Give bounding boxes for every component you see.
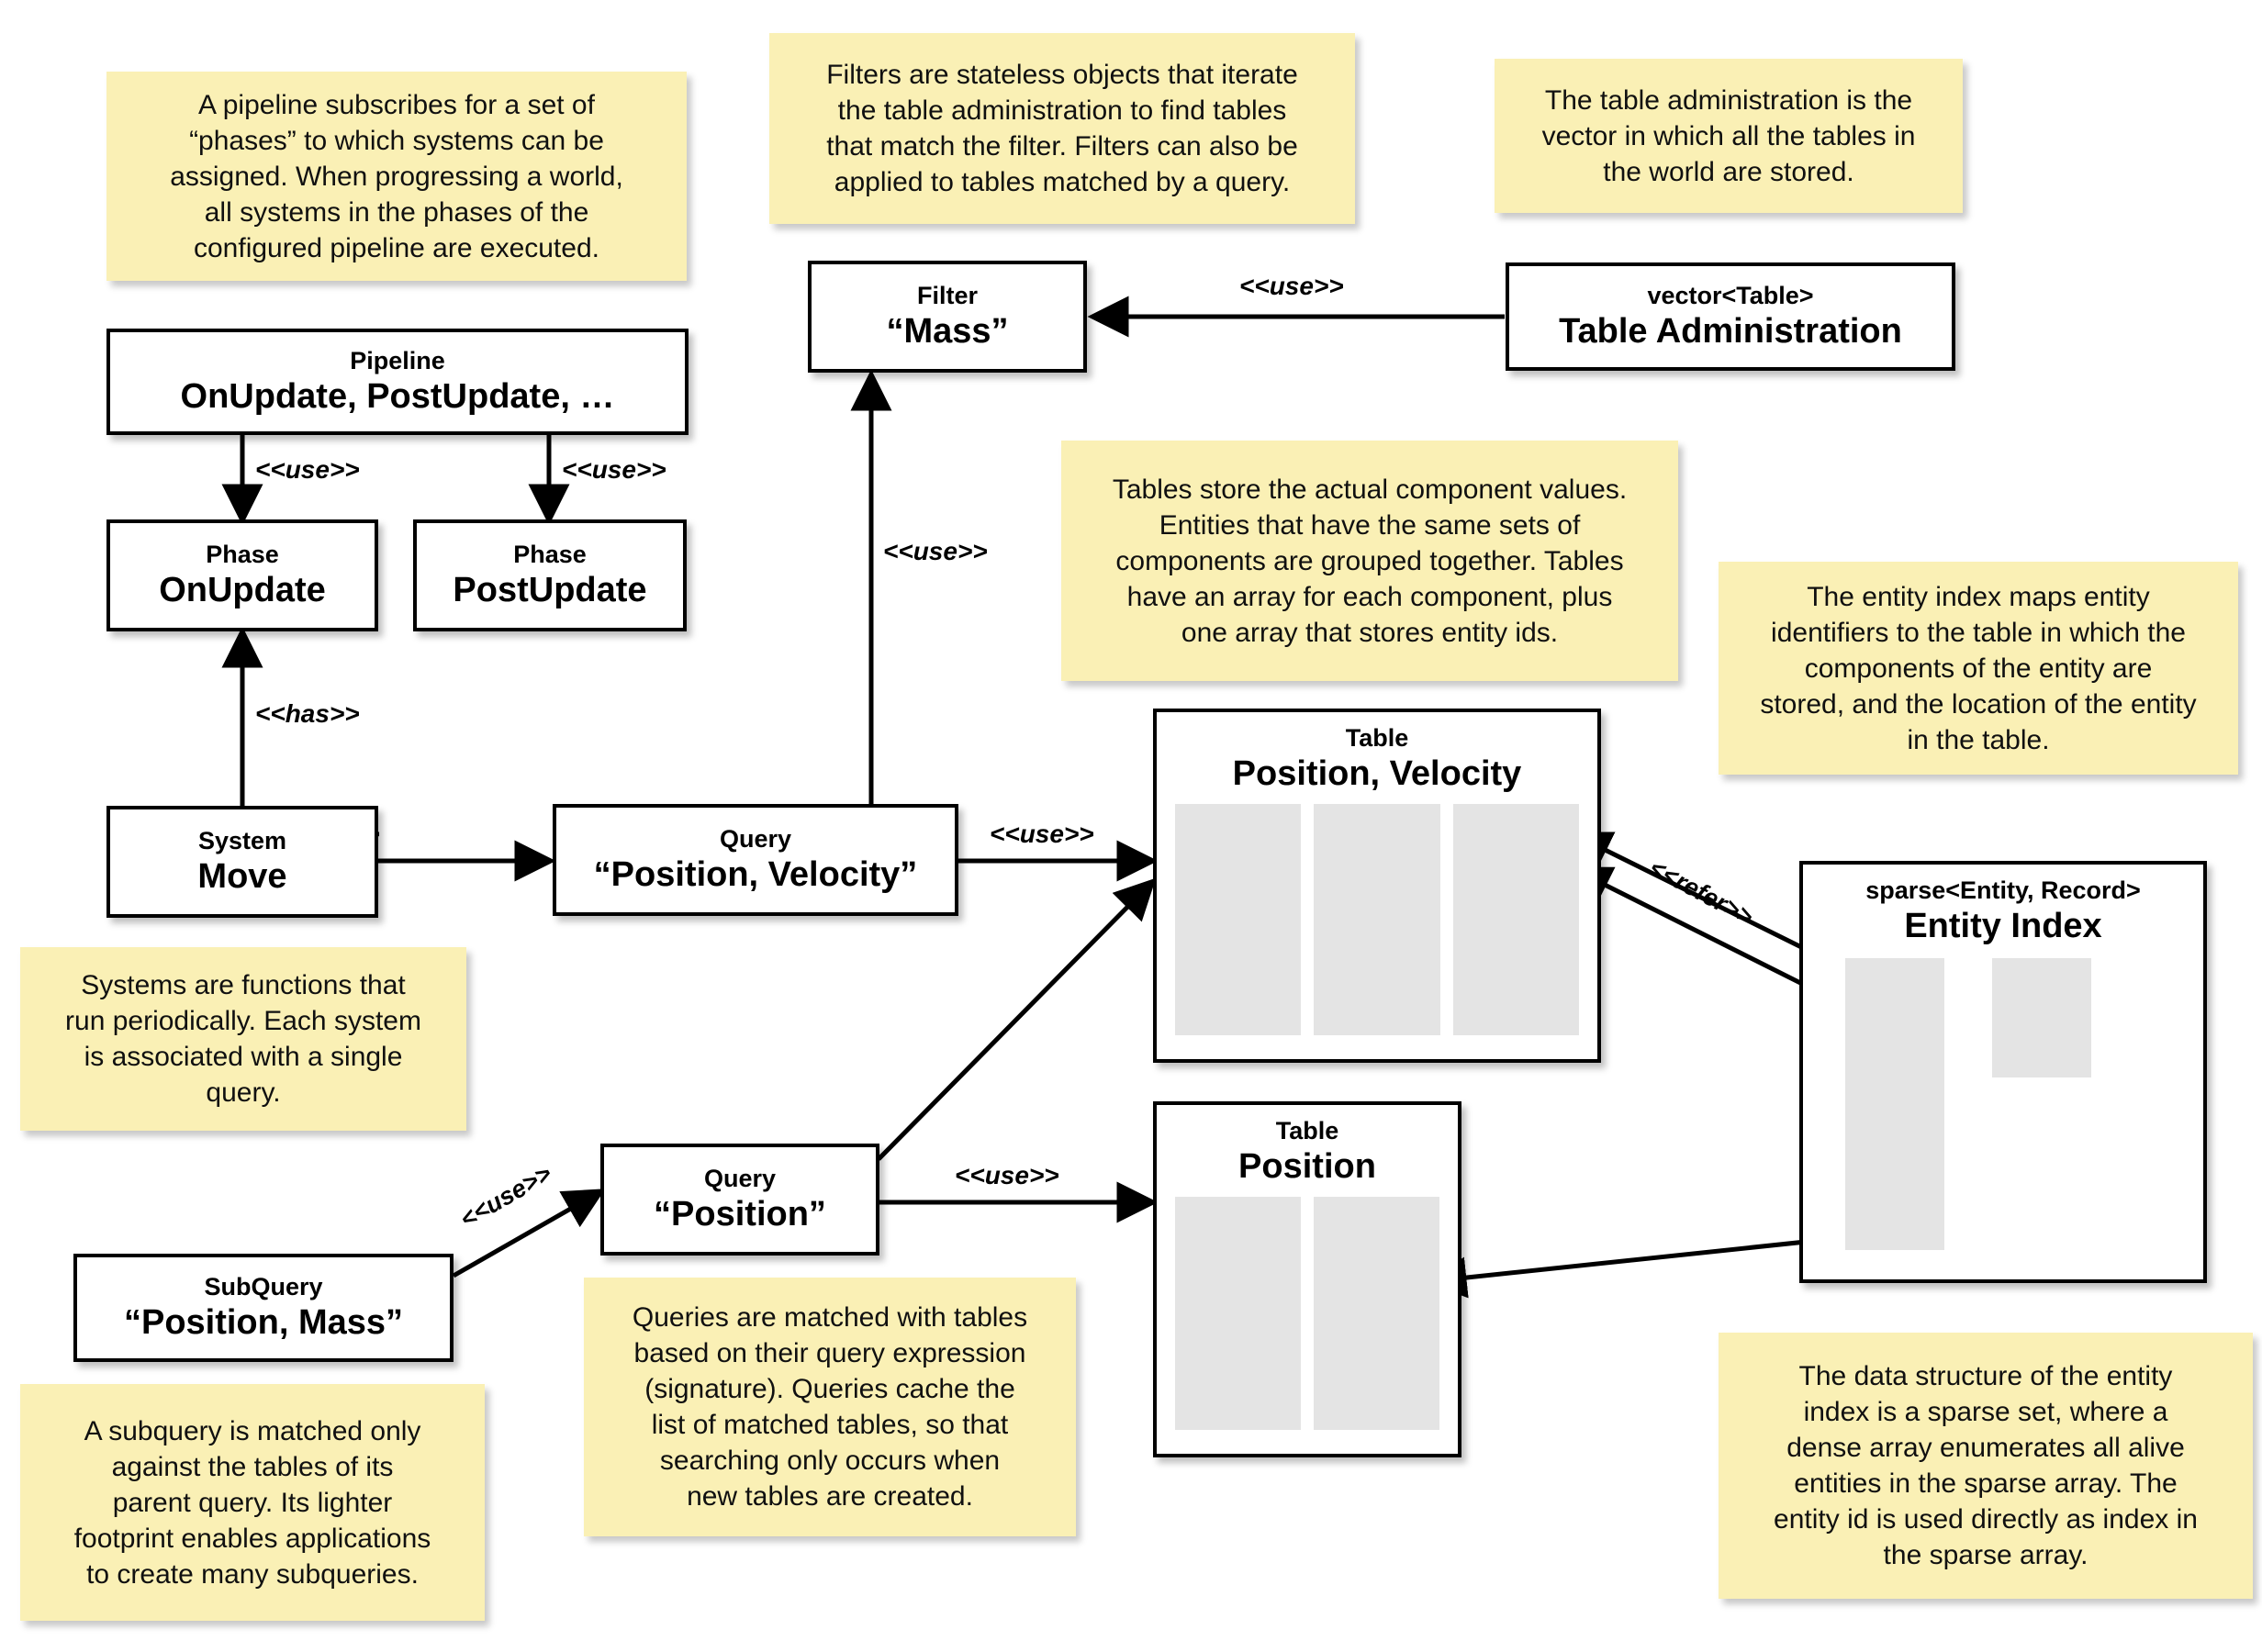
table-position-columns xyxy=(1157,1186,1458,1454)
node-pipeline-stereotype: Pipeline xyxy=(350,346,445,374)
node-query-position-stereotype: Query xyxy=(703,1164,777,1192)
edge-label-admin-filter: <<use>> xyxy=(1239,272,1344,300)
node-pipeline-title: OnUpdate, PostUpdate, … xyxy=(180,376,615,416)
node-filter-mass[interactable]: Filter “Mass” xyxy=(808,261,1087,373)
node-subquery-title: “Position, Mass” xyxy=(123,1302,404,1342)
edge-label-querypos-table: <<use>> xyxy=(955,1161,1059,1189)
node-entity-index-stereotype: sparse<Entity, Record> xyxy=(1865,876,2141,904)
table-column xyxy=(1175,804,1302,1035)
table-column xyxy=(1452,804,1579,1035)
edge-label-query-filter: <<use>> xyxy=(883,537,988,565)
node-query-position-velocity[interactable]: Query “Position, Velocity” xyxy=(553,804,958,916)
node-subquery-stereotype: SubQuery xyxy=(204,1272,323,1300)
note-tables: Tables store the actual component values… xyxy=(1061,441,1678,681)
node-table-administration-title: Table Administration xyxy=(1559,311,1902,351)
table-column xyxy=(1314,804,1440,1035)
node-filter-mass-title: “Mass” xyxy=(886,311,1009,351)
node-phase-onupdate-title: OnUpdate xyxy=(159,570,326,609)
node-entity-index[interactable]: sparse<Entity, Record> Entity Index xyxy=(1799,861,2207,1283)
node-table-position-velocity-title: Position, Velocity xyxy=(1232,753,1522,793)
table-position-velocity-columns xyxy=(1157,793,1597,1059)
node-phase-onupdate[interactable]: Phase OnUpdate xyxy=(106,519,378,631)
node-query-position[interactable]: Query “Position” xyxy=(600,1144,879,1256)
node-pipeline[interactable]: Pipeline OnUpdate, PostUpdate, … xyxy=(106,329,689,435)
sparse-array xyxy=(1992,958,2091,1078)
node-table-administration[interactable]: vector<Table> Table Administration xyxy=(1506,262,1955,371)
node-table-position-velocity[interactable]: Table Position, Velocity xyxy=(1153,709,1601,1063)
node-subquery-position-mass[interactable]: SubQuery “Position, Mass” xyxy=(73,1254,454,1362)
node-filter-mass-stereotype: Filter xyxy=(916,281,978,309)
table-column xyxy=(1314,1197,1439,1430)
node-phase-postupdate-title: PostUpdate xyxy=(453,570,647,609)
note-table-admin: The table administration is the vector i… xyxy=(1495,59,1963,213)
node-table-position-title: Position xyxy=(1238,1146,1376,1186)
dense-array xyxy=(1845,958,1944,1251)
entity-index-body xyxy=(1803,945,2203,1279)
table-column xyxy=(1175,1197,1301,1430)
node-query-position-velocity-title: “Position, Velocity” xyxy=(593,854,918,894)
edge-label-queryposvel-table: <<use>> xyxy=(990,820,1094,848)
note-entity-index: The entity index maps entity identifiers… xyxy=(1719,562,2238,775)
note-sparse-set: The data structure of the entity index i… xyxy=(1719,1333,2253,1599)
edge-label-subquery-query: <<use>> xyxy=(455,1159,556,1233)
node-entity-index-title: Entity Index xyxy=(1904,906,2102,945)
node-phase-postupdate-stereotype: Phase xyxy=(513,540,587,568)
node-table-administration-stereotype: vector<Table> xyxy=(1647,281,1814,309)
node-phase-postupdate[interactable]: Phase PostUpdate xyxy=(413,519,687,631)
node-system-move-title: Move xyxy=(197,856,287,896)
node-table-position-velocity-stereotype: Table xyxy=(1345,724,1409,752)
node-table-position[interactable]: Table Position xyxy=(1153,1101,1461,1457)
note-systems: Systems are functions that run periodica… xyxy=(20,947,466,1131)
node-query-position-title: “Position” xyxy=(654,1194,826,1233)
note-pipeline: A pipeline subscribes for a set of “phas… xyxy=(106,72,687,281)
note-subquery: A subquery is matched only against the t… xyxy=(20,1384,485,1621)
node-system-move[interactable]: System Move xyxy=(106,806,378,918)
note-filter: Filters are stateless objects that itera… xyxy=(769,33,1355,224)
node-table-position-stereotype: Table xyxy=(1275,1117,1339,1144)
edge-label-entityindex-refer: <<refer>> xyxy=(1644,854,1758,932)
edge-label-system-phase: <<has>> xyxy=(255,699,360,728)
node-phase-onupdate-stereotype: Phase xyxy=(206,540,279,568)
edge-label-pipeline-postupdate: <<use>> xyxy=(562,455,666,484)
note-queries: Queries are matched with tables based on… xyxy=(584,1278,1076,1536)
node-system-move-stereotype: System xyxy=(197,826,287,854)
edge-querypos-tableposvel xyxy=(877,877,1157,1161)
node-query-position-velocity-stereotype: Query xyxy=(719,824,792,853)
edge-label-pipeline-onupdate: <<use>> xyxy=(255,455,360,484)
